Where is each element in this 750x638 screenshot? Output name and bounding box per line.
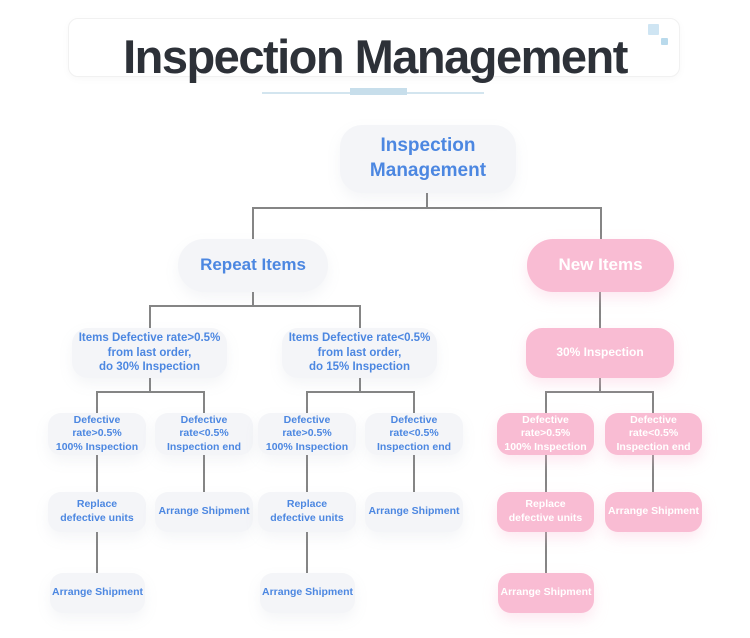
connector	[545, 391, 654, 393]
connector	[599, 377, 601, 393]
node-root: Inspection Management	[340, 125, 516, 193]
connector	[545, 532, 547, 574]
node-defective-high: Defective rate>0.5% 100% Inspection	[497, 413, 594, 455]
connector	[306, 455, 308, 493]
connector	[306, 391, 415, 393]
node-repeat-items: Repeat Items	[178, 239, 328, 292]
connector	[96, 391, 98, 414]
connector	[306, 532, 308, 574]
node-repeat-high-rate: Items Defective rate>0.5% from last orde…	[72, 328, 227, 378]
connector	[149, 377, 151, 393]
node-replace-units: Replace defective units	[48, 492, 146, 532]
connector	[652, 455, 654, 493]
decor-square-large	[648, 24, 659, 35]
node-repeat-low-rate: Items Defective rate<0.5% from last orde…	[282, 328, 437, 378]
connector	[252, 207, 254, 240]
connector	[203, 391, 205, 414]
node-replace-units: Replace defective units	[258, 492, 356, 532]
title-underline-accent	[350, 88, 407, 95]
connector	[203, 455, 205, 493]
node-new-items: New Items	[527, 239, 674, 292]
connector	[413, 391, 415, 414]
connector	[652, 391, 654, 414]
node-arrange-shipment: Arrange Shipment	[155, 492, 253, 532]
connector	[96, 532, 98, 574]
connector	[252, 292, 254, 307]
decor-square-small	[661, 38, 668, 45]
connector	[359, 305, 361, 329]
node-defective-high: Defective rate>0.5% 100% Inspection	[48, 413, 146, 455]
page-title: Inspection Management	[123, 30, 628, 83]
node-arrange-shipment: Arrange Shipment	[365, 492, 463, 532]
connector	[545, 391, 547, 414]
node-new-30-inspection: 30% Inspection	[526, 328, 674, 378]
connector	[545, 455, 547, 493]
connector	[599, 292, 601, 329]
node-replace-units: Replace defective units	[497, 492, 594, 532]
connector	[149, 305, 151, 329]
node-defective-low: Defective rate<0.5% Inspection end	[365, 413, 463, 455]
node-arrange-shipment: Arrange Shipment	[498, 573, 594, 613]
connector	[426, 193, 428, 209]
connector	[252, 207, 602, 209]
title-card	[68, 18, 680, 77]
node-arrange-shipment: Arrange Shipment	[260, 573, 355, 613]
connector	[96, 391, 205, 393]
node-defective-high: Defective rate>0.5% 100% Inspection	[258, 413, 356, 455]
connector	[306, 391, 308, 414]
connector	[149, 305, 361, 307]
node-arrange-shipment: Arrange Shipment	[50, 573, 145, 613]
connector	[96, 455, 98, 493]
connector	[600, 207, 602, 240]
connector	[413, 455, 415, 493]
connector	[359, 377, 361, 393]
node-arrange-shipment: Arrange Shipment	[605, 492, 702, 532]
node-defective-low: Defective rate<0.5% Inspection end	[605, 413, 702, 455]
node-defective-low: Defective rate<0.5% Inspection end	[155, 413, 253, 455]
